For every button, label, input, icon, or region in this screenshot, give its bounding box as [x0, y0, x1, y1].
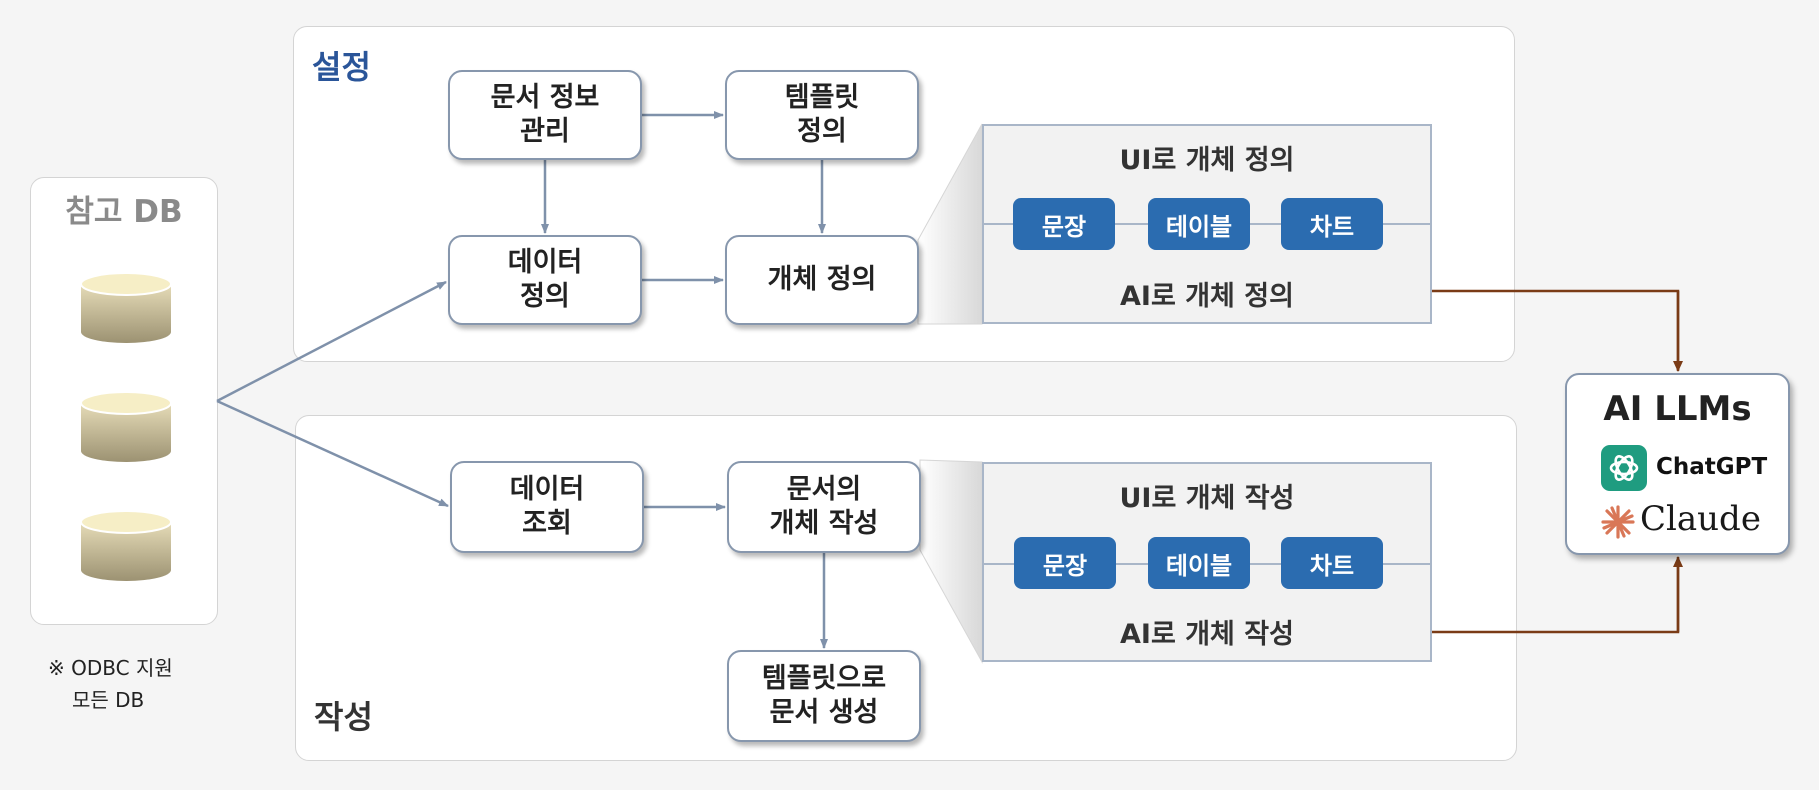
document-generation-label-line2: 문서 생성	[769, 697, 879, 728]
document-generation-box: 템플릿으로 문서 생성	[727, 650, 921, 742]
ai-object-authoring-title: AI로 개체 작성	[1120, 619, 1294, 650]
claude-logo-icon	[1601, 505, 1635, 539]
object-authoring-detail: UI로 개체 작성 문장 테이블 차트 AI로 개체 작성	[982, 462, 1432, 662]
document-object-write-box: 문서의 개체 작성	[727, 461, 921, 553]
template-definition-label-line2: 정의	[797, 116, 847, 147]
data-query-label-line2: 조회	[522, 508, 572, 539]
chatgpt-label: ChatGPT	[1656, 454, 1768, 480]
data-definition-label-line2: 정의	[520, 281, 570, 312]
database-icon	[80, 391, 172, 462]
ui-object-authoring-title: UI로 개체 작성	[1119, 483, 1295, 514]
document-info-box: 문서 정보 관리	[448, 70, 642, 160]
chatgpt-logo-icon	[1601, 445, 1647, 491]
ai-llms-title: AI LLMs	[1603, 389, 1752, 429]
claude-label: Claude	[1640, 499, 1761, 539]
ai-llms-box: AI LLMs ChatGPT Claude	[1565, 373, 1790, 555]
data-query-label-line1: 데이터	[509, 474, 585, 506]
table-pill: 테이블	[1148, 537, 1250, 589]
sentence-pill: 문장	[1014, 537, 1116, 589]
ai-object-definition-title: AI로 개체 정의	[1120, 281, 1294, 312]
data-definition-box: 데이터 정의	[448, 235, 642, 325]
chart-pill: 차트	[1281, 537, 1383, 589]
authoring-title: 작성	[314, 698, 373, 736]
reference-db-title: 참고 DB	[65, 194, 183, 230]
document-generation-label-line1: 템플릿으로	[761, 663, 887, 695]
database-icon	[80, 272, 172, 343]
object-definition-box: 개체 정의	[725, 235, 919, 325]
sentence-pill: 문장	[1013, 198, 1115, 250]
database-icon	[80, 510, 172, 581]
document-info-label-line1: 문서 정보	[490, 82, 600, 114]
odbc-note-line2: 모든 DB	[72, 688, 145, 712]
ui-object-definition-title: UI로 개체 정의	[1119, 145, 1295, 176]
document-object-write-label-line1: 문서의	[786, 474, 862, 506]
object-definition-label: 개체 정의	[767, 264, 877, 296]
object-definition-detail: UI로 개체 정의 문장 테이블 차트 AI로 개체 정의	[982, 124, 1432, 324]
table-pill: 테이블	[1148, 198, 1250, 250]
setup-title: 설정	[312, 48, 371, 86]
template-definition-box: 템플릿 정의	[725, 70, 919, 160]
odbc-note-line1: ※ ODBC 지원	[48, 656, 173, 680]
data-query-box: 데이터 조회	[450, 461, 644, 553]
document-info-label-line2: 관리	[520, 116, 570, 147]
chart-pill: 차트	[1281, 198, 1383, 250]
template-definition-label-line1: 템플릿	[784, 82, 860, 114]
reference-db-panel: 참고 DB	[30, 177, 218, 625]
document-object-write-label-line2: 개체 작성	[769, 508, 879, 539]
data-definition-label-line1: 데이터	[507, 247, 583, 279]
